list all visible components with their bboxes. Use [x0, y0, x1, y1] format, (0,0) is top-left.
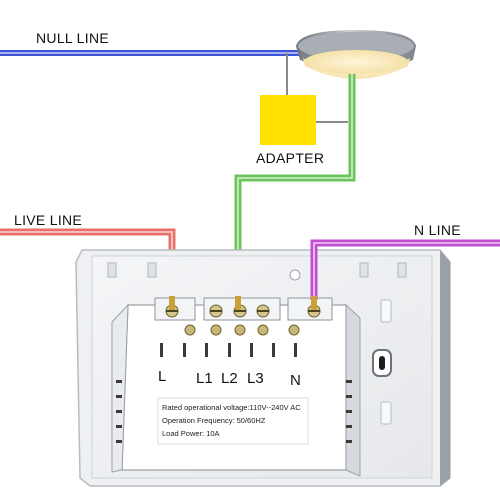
- screw-aux: [184, 324, 196, 336]
- null-line-label: NULL LINE: [36, 30, 109, 46]
- live-line-label: LIVE LINE: [14, 212, 83, 228]
- n-line-wire: [310, 239, 500, 300]
- ceiling-lamp: [296, 30, 416, 79]
- wire-tips: [169, 296, 317, 310]
- terminal-housing: [111, 297, 361, 477]
- n-line-label: N LINE: [414, 222, 461, 238]
- terminal-l1-label: L1: [196, 370, 213, 387]
- adapter-box: [260, 95, 316, 145]
- adapter-label: ADAPTER: [256, 150, 325, 166]
- control-wire: [234, 74, 356, 300]
- spec-frequency: Operation Frequency: 50/60HZ: [162, 416, 266, 425]
- terminal-l2-label: L2: [221, 370, 238, 387]
- spec-voltage: Rated operational voltage:110V--240V AC: [162, 403, 301, 412]
- terminal-n-label: N: [290, 372, 301, 389]
- terminal-l-label: L: [158, 368, 167, 385]
- adapter-gray-wires: [286, 53, 348, 123]
- spec-load: Load Power: 10A: [162, 429, 220, 438]
- screw-l1: [209, 304, 223, 318]
- terminal-l3-label: L3: [247, 370, 264, 387]
- screw-l3: [256, 304, 270, 318]
